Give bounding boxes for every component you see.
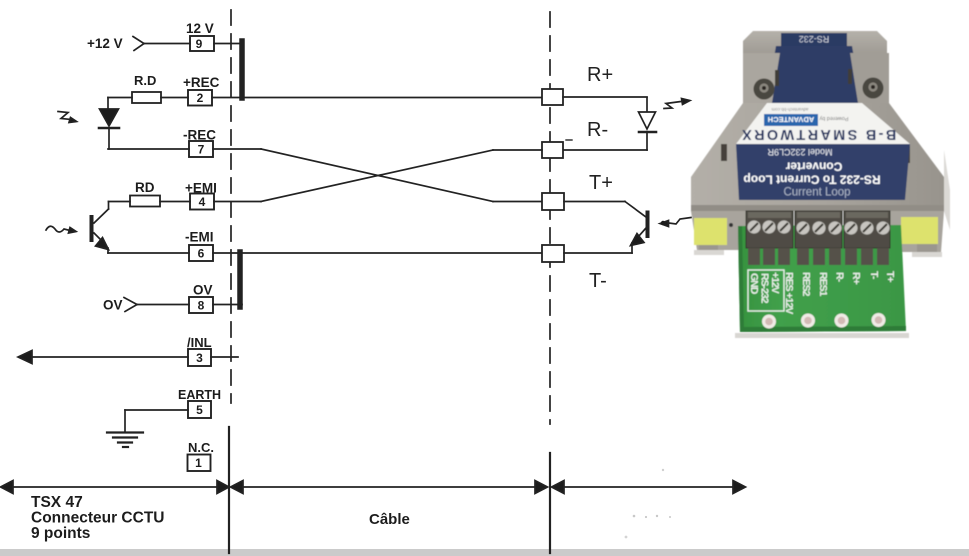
svg-text:-EMI: -EMI (185, 230, 214, 245)
svg-text:9 points: 9 points (31, 525, 90, 542)
svg-text:5: 5 (196, 403, 203, 417)
svg-text:EARTH: EARTH (178, 388, 221, 402)
svg-text:R+: R+ (850, 272, 862, 285)
svg-text:N.C.: N.C. (188, 440, 214, 455)
svg-text:TSX 47: TSX 47 (31, 494, 83, 511)
svg-text:1: 1 (195, 456, 202, 470)
svg-text:T-: T- (589, 270, 607, 292)
svg-text:RES2: RES2 (800, 272, 812, 297)
svg-text:4: 4 (199, 195, 206, 209)
svg-text:R-: R- (834, 272, 846, 283)
svg-text:Powered by: Powered by (819, 115, 848, 121)
svg-text:/INL: /INL (187, 335, 212, 350)
svg-text:ADVANTECH: ADVANTECH (768, 115, 815, 124)
svg-text:+12V: +12V (769, 272, 781, 294)
svg-text:advantech-bb.com: advantech-bb.com (771, 107, 808, 112)
svg-text:Câble: Câble (369, 511, 410, 528)
svg-text:+REC: +REC (183, 75, 220, 90)
svg-text:R-: R- (587, 119, 608, 141)
svg-text:7: 7 (198, 143, 205, 157)
svg-text:RS-232: RS-232 (799, 34, 830, 44)
svg-text:Current Loop: Current Loop (783, 187, 850, 199)
svg-text:T+: T+ (589, 172, 613, 194)
svg-text:RD: RD (135, 180, 155, 195)
svg-text:R.D: R.D (134, 73, 156, 88)
svg-text:RES +12V: RES +12V (783, 272, 795, 314)
svg-text:T-: T- (868, 271, 880, 280)
svg-text:Connecteur CCTU: Connecteur CCTU (31, 510, 164, 527)
svg-text:3: 3 (196, 351, 203, 365)
svg-text:+EMI: +EMI (185, 181, 217, 196)
svg-text:+12 V: +12 V (87, 36, 123, 51)
svg-text:B-B SMARTWORX: B-B SMARTWORX (740, 126, 896, 142)
svg-text:Model 232CL9R: Model 232CL9R (767, 147, 833, 157)
svg-text:R+: R+ (587, 64, 613, 86)
svg-text:6: 6 (198, 247, 205, 261)
svg-text:RS-232 To Current Loop: RS-232 To Current Loop (743, 173, 880, 187)
svg-text:RS-232: RS-232 (759, 273, 771, 304)
svg-text:2: 2 (197, 91, 204, 105)
svg-text:T+: T+ (884, 271, 896, 282)
svg-text:OV: OV (193, 283, 213, 298)
svg-text:-REC: -REC (183, 128, 216, 143)
svg-text:Converter: Converter (785, 160, 842, 174)
svg-text:8: 8 (198, 299, 205, 313)
svg-text:OV: OV (103, 298, 123, 313)
svg-text:9: 9 (196, 37, 203, 51)
svg-text:12 V: 12 V (186, 21, 214, 36)
svg-text:GND: GND (748, 273, 760, 295)
svg-text:RES1: RES1 (817, 272, 829, 297)
